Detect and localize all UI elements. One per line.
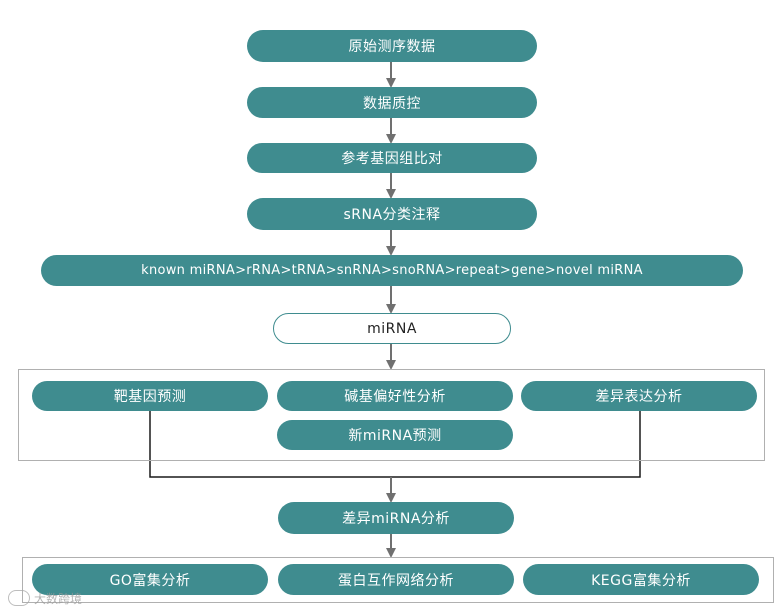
watermark: 大数跨境 (8, 588, 82, 608)
node-raw-data: 原始测序数据 (247, 30, 537, 62)
enrichment-group-box (22, 557, 774, 603)
node-srna-annotation: sRNA分类注释 (247, 198, 537, 230)
node-annotation-priority: known miRNA>rRNA>tRNA>snRNA>snoRNA>repea… (41, 255, 743, 286)
node-base-bias-analysis: 碱基偏好性分析 (277, 381, 513, 411)
merge-line-analysis (149, 411, 641, 478)
node-differential-mirna: 差异miRNA分析 (278, 502, 514, 534)
node-go-enrichment: GO富集分析 (32, 564, 268, 595)
node-quality-control: 数据质控 (247, 87, 537, 118)
watermark-text: 大数跨境 (34, 591, 83, 606)
node-ppi-network: 蛋白互作网络分析 (278, 564, 514, 595)
watermark-logo-icon (8, 590, 30, 606)
node-kegg-enrichment: KEGG富集分析 (523, 564, 759, 595)
node-differential-expression: 差异表达分析 (521, 381, 757, 411)
node-reference-alignment: 参考基因组比对 (247, 143, 537, 173)
node-mirna: miRNA (273, 313, 511, 344)
node-novel-mirna-prediction: 新miRNA预测 (277, 420, 513, 450)
node-target-prediction: 靶基因预测 (32, 381, 268, 411)
analysis-group-box (18, 369, 765, 461)
